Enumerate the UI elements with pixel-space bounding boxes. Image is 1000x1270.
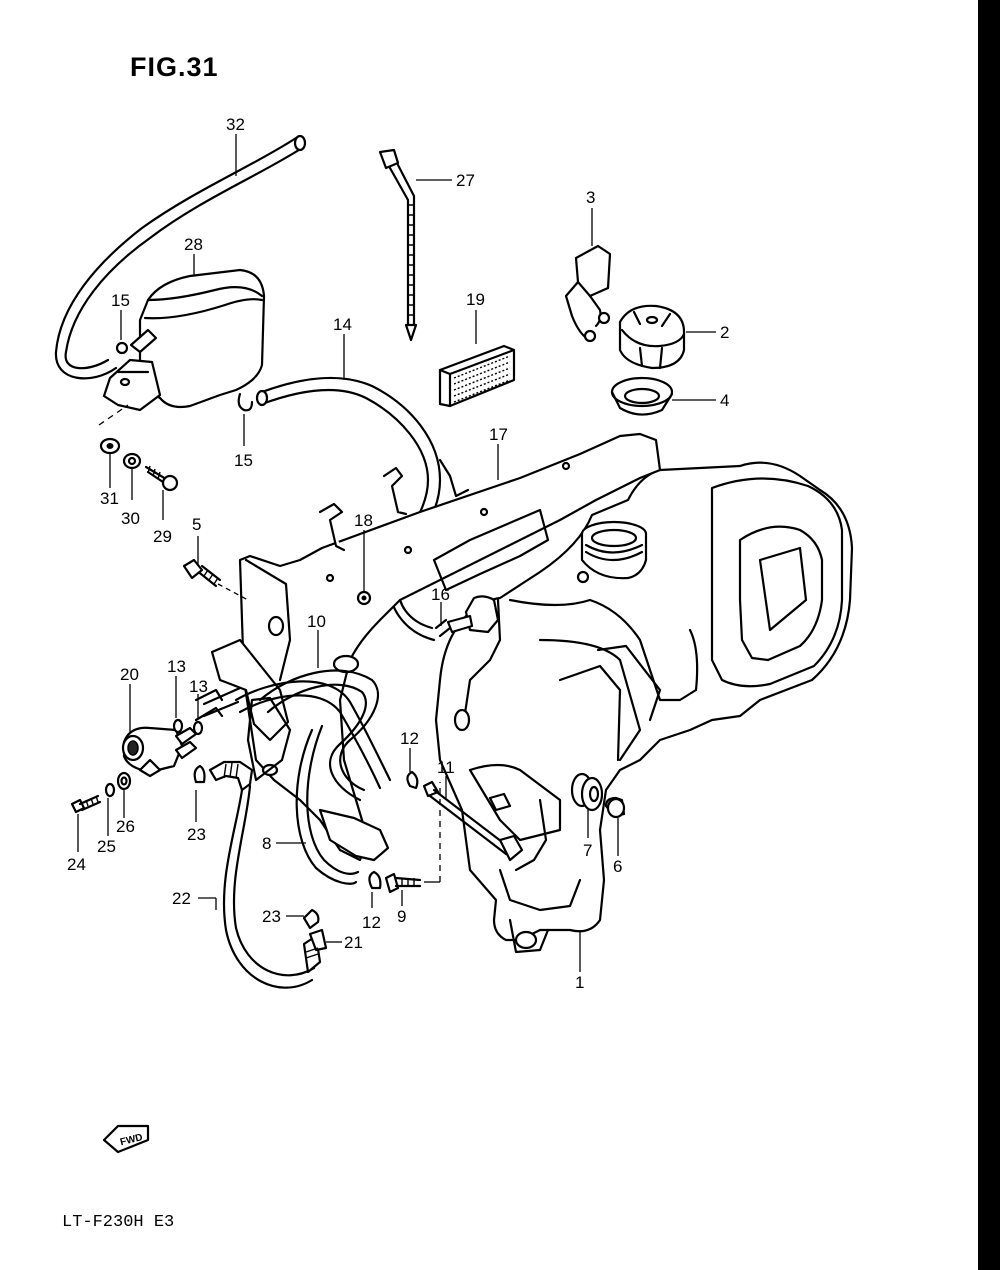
page-border-strip (978, 0, 1000, 1270)
callout-12b: 12 (362, 913, 381, 932)
callout-5: 5 (192, 515, 201, 534)
cushion (604, 796, 626, 819)
clamp-23a (193, 764, 206, 784)
callout-16: 16 (431, 585, 450, 604)
callout-3: 3 (586, 188, 595, 207)
callout-20: 20 (120, 665, 139, 684)
callout-19: 19 (466, 290, 485, 309)
hose-10 (258, 669, 379, 802)
fuel-tank (434, 461, 854, 954)
callout-1: 1 (575, 973, 584, 992)
callout-18: 18 (354, 511, 373, 530)
callout-8: 8 (262, 834, 271, 853)
callout-9: 9 (397, 907, 406, 926)
callout-6: 6 (613, 857, 622, 876)
callout-30: 30 (121, 509, 140, 528)
bolt-11 (422, 780, 524, 862)
hose-8 (234, 680, 392, 885)
washer-31 (99, 437, 121, 455)
callout-21: 21 (344, 933, 363, 952)
callout-14: 14 (333, 315, 352, 334)
callout-28: 28 (184, 235, 203, 254)
washer-25 (104, 782, 116, 798)
clamp-15b (237, 392, 254, 412)
callout-4: 4 (720, 391, 729, 410)
callout-26: 26 (116, 817, 135, 836)
callout-31: 31 (100, 489, 119, 508)
strap-27 (378, 148, 418, 342)
fwd-arrow-icon: FWD (102, 1124, 150, 1154)
clip-16 (434, 614, 474, 638)
callout-27: 27 (456, 171, 475, 190)
cap-gasket (610, 376, 674, 416)
tank-plate (210, 432, 662, 862)
clamp-13a (172, 718, 184, 734)
figure-title: FIG.31 (130, 52, 219, 82)
filter-21 (302, 928, 328, 974)
callout-17: 17 (489, 425, 508, 444)
callout-23b: 23 (262, 907, 281, 926)
callout-12a: 12 (400, 729, 419, 748)
fwd-label: FWD (119, 1132, 144, 1148)
callout-13b: 13 (189, 677, 208, 696)
hose-32 (54, 134, 307, 380)
cushion-pad (438, 344, 516, 408)
bolt-29 (144, 465, 179, 492)
clamp-15a (115, 341, 129, 355)
callout-15b: 15 (234, 451, 253, 470)
screw-24 (70, 794, 102, 814)
callout-10: 10 (307, 612, 326, 631)
clamp-23b (302, 908, 320, 930)
washer-30 (122, 452, 142, 470)
callout-29: 29 (153, 527, 172, 546)
bolt-9 (384, 782, 441, 894)
canister (98, 268, 266, 426)
fuel-cap (618, 304, 686, 370)
leader-lines (77, 134, 716, 972)
bracket-bolt (182, 558, 249, 601)
callout-7: 7 (583, 841, 592, 860)
callout-25: 25 (97, 837, 116, 856)
clamp-12a (406, 770, 419, 790)
callout-15a: 15 (111, 291, 130, 310)
cap-strap (564, 244, 612, 343)
grommet (570, 772, 604, 812)
hose-22 (208, 760, 316, 989)
washer-26 (116, 771, 132, 791)
callout-labels: 1 2 3 4 5 6 7 8 9 10 11 12 12 13 13 14 1… (67, 115, 729, 992)
callout-24: 24 (67, 855, 86, 874)
clip-18 (356, 590, 372, 606)
clamp-13b (192, 720, 204, 736)
callout-22: 22 (172, 889, 191, 908)
callout-13a: 13 (167, 657, 186, 676)
callout-2: 2 (720, 323, 729, 342)
callout-11: 11 (437, 758, 455, 777)
callout-32: 32 (226, 115, 245, 134)
clamp-12b (368, 870, 382, 890)
callout-23a: 23 (187, 825, 206, 844)
model-code: LT-F230H E3 (62, 1213, 175, 1232)
